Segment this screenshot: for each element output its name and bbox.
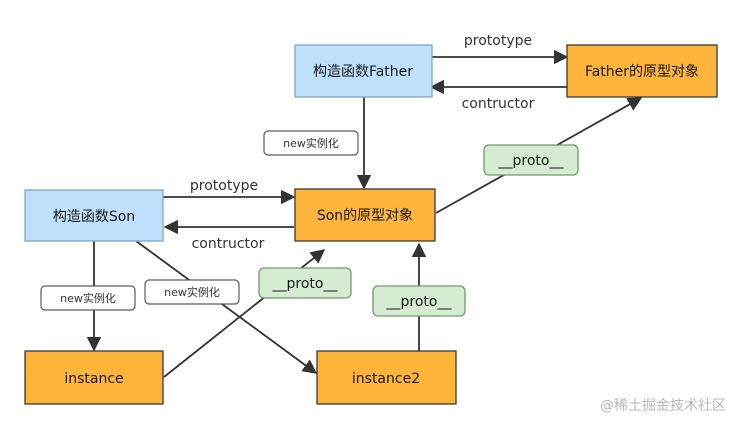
son-new-tag-1: new实例化 bbox=[40, 285, 136, 311]
proto-label-instance: __proto__ bbox=[272, 276, 339, 292]
proto-tag-instance: __proto__ bbox=[258, 267, 352, 299]
node-father-constructor: 构造函数Father bbox=[294, 44, 433, 98]
son-new-label-2: new实例化 bbox=[164, 285, 220, 299]
node-son-prototype: Son的原型对象 bbox=[294, 188, 436, 242]
node-father-constructor-label: 构造函数Father bbox=[313, 64, 413, 80]
node-instance: instance bbox=[24, 350, 164, 405]
proto-label-instance2: __proto__ bbox=[386, 294, 453, 310]
node-instance-label: instance bbox=[64, 371, 123, 387]
watermark: @稀土掘金技术社区 bbox=[600, 398, 726, 414]
father-new-tag: new实例化 bbox=[263, 130, 359, 156]
son-new-label-1: new实例化 bbox=[60, 291, 116, 305]
node-instance2: instance2 bbox=[316, 350, 457, 405]
node-son-constructor: 构造函数Son bbox=[24, 189, 164, 242]
proto-tag-son-to-father: __proto__ bbox=[483, 144, 579, 176]
son-new-tag-2: new实例化 bbox=[144, 279, 240, 305]
node-father-prototype: Father的原型对象 bbox=[566, 44, 718, 98]
proto-label-son-to-father: __proto__ bbox=[498, 153, 565, 169]
father-prototype-label: prototype bbox=[464, 33, 532, 49]
node-son-constructor-label: 构造函数Son bbox=[53, 209, 135, 225]
son-contructor-label: contructor bbox=[192, 236, 265, 252]
node-father-prototype-label: Father的原型对象 bbox=[585, 64, 699, 80]
node-son-prototype-label: Son的原型对象 bbox=[317, 208, 413, 224]
father-contructor-label: contructor bbox=[462, 96, 535, 112]
edge-son-new-instance2 bbox=[135, 240, 318, 374]
proto-tag-instance2: __proto__ bbox=[372, 285, 466, 317]
son-prototype-label: prototype bbox=[190, 178, 258, 194]
father-new-label: new实例化 bbox=[283, 136, 339, 150]
node-instance2-label: instance2 bbox=[352, 371, 420, 387]
